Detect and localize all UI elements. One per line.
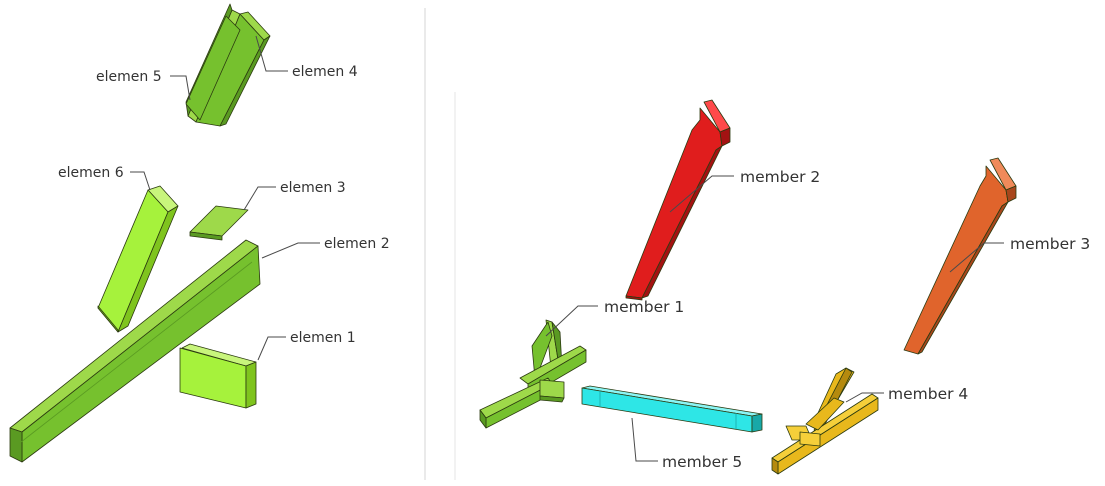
leader-elemen-4	[255, 35, 288, 72]
leader-elemen-1	[257, 336, 286, 361]
leader-member-2	[669, 175, 734, 213]
elemen-6-part	[97, 185, 179, 333]
right-exploded-view: member 2 member 3 member 1 member 4 memb…	[479, 99, 1090, 475]
leader-member-1	[545, 305, 598, 337]
label-member-2: member 2	[740, 168, 820, 186]
label-elemen-1: elemen 1	[290, 330, 356, 346]
elemen-2-part	[9, 239, 261, 463]
label-elemen-5: elemen 5	[96, 69, 162, 85]
elemen-5-part	[185, 15, 241, 121]
label-elemen-4: elemen 4	[292, 64, 358, 80]
label-member-3: member 3	[1010, 235, 1090, 253]
left-exploded-view: elemen 5 elemen 4 elemen 6 elemen 3 elem…	[9, 3, 390, 463]
label-elemen-6: elemen 6	[58, 165, 124, 181]
member-3-part	[903, 157, 1017, 355]
label-member-1: member 1	[604, 298, 684, 316]
elemen-1-part	[179, 343, 257, 409]
label-member-5: member 5	[662, 453, 742, 471]
label-member-4: member 4	[888, 385, 968, 403]
member-1-part	[479, 319, 587, 429]
member-2-part	[625, 99, 731, 301]
member-5-part	[581, 385, 763, 433]
leader-member-3	[949, 242, 1004, 273]
leader-elemen-2	[261, 242, 320, 259]
label-elemen-2: elemen 2	[324, 236, 390, 252]
label-elemen-3: elemen 3	[280, 180, 346, 196]
elemen-3-part	[189, 205, 249, 241]
leader-member-5	[631, 417, 658, 462]
leader-elemen-5	[170, 75, 191, 101]
member-4-part	[771, 367, 879, 475]
leader-elemen-3	[243, 186, 276, 211]
leader-elemen-6	[130, 171, 151, 191]
leader-member-4	[845, 392, 884, 403]
